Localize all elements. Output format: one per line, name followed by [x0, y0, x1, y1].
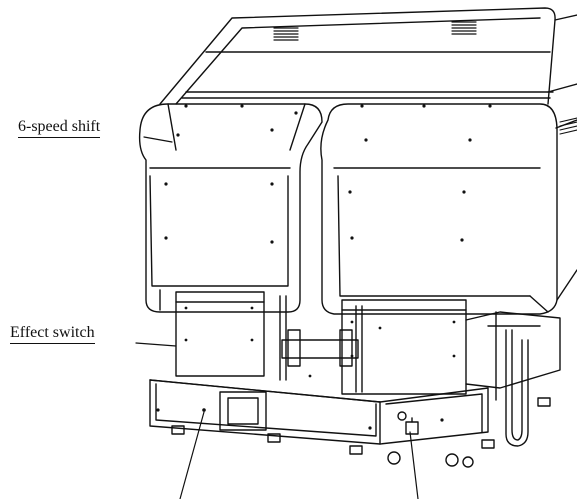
frame-rivets	[184, 306, 456, 378]
front-base	[149, 379, 489, 445]
right-seat-shell	[320, 103, 577, 315]
front-base-rivets	[156, 408, 444, 430]
leader-lines	[135, 136, 419, 499]
roof-vent-left	[273, 27, 299, 41]
rear-guard-rail	[505, 329, 529, 447]
roof-vent-right	[451, 21, 477, 35]
left-seat-shell	[138, 103, 323, 313]
effect-switch-label: Effect switch	[10, 324, 95, 344]
leveling-feet	[171, 397, 551, 455]
right-seat-rivets	[348, 104, 492, 242]
lower-frame	[175, 291, 561, 401]
six-speed-shift-label: 6-speed shift	[18, 118, 101, 138]
effect-switch-panel	[397, 411, 419, 435]
left-seat-rivets	[164, 104, 298, 244]
canopy-roof	[159, 7, 577, 105]
casters	[387, 451, 474, 468]
right-seat-side-vents	[559, 117, 577, 135]
